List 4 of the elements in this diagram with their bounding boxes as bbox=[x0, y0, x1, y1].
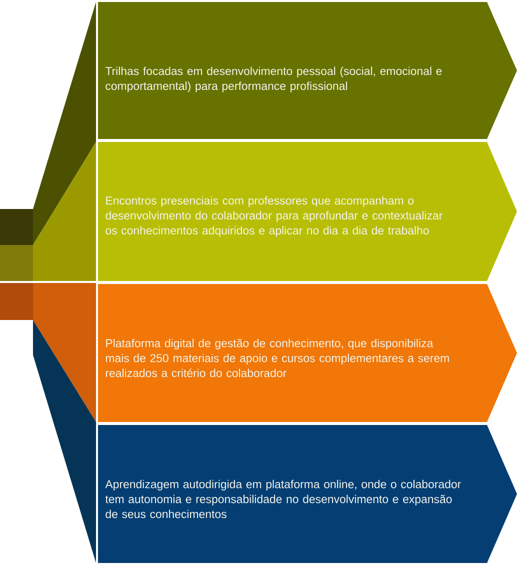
chevron-box: Plataforma digital de gestão de conhecimento, que disponibiliza mais de 250 materiais de apoio e cursos complementares a serem realizados a critério do colaborador bbox=[98, 284, 517, 422]
chevron-box: Trilhas focadas em desenvolvimento pessoal (social, emocional e comportamental) para performance profissional bbox=[98, 2, 517, 139]
chevron-box: Aprendizagem autodirigida em plataforma online, onde o colaborador tem autonomia e responsabilidade no desenvolvimento e expansão de seus conhecimentos bbox=[98, 425, 517, 563]
chevron-box: Encontros presenciais com professores que acompanham o desenvolvimento do colaborador para aprofundar e contextualizar os conhecimentos adquiridos e aplicar no dia a dia de trabalho bbox=[98, 142, 517, 281]
